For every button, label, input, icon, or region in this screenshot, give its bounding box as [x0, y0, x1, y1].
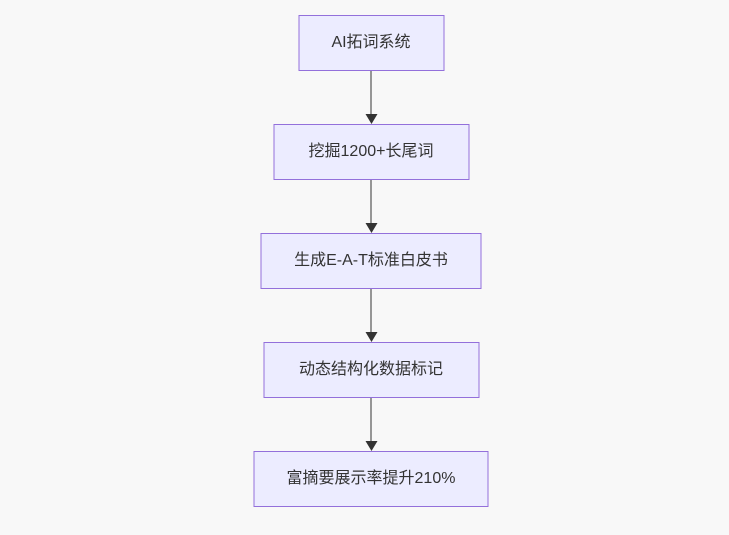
node-label: AI拓词系统 — [331, 34, 411, 51]
flowchart-node-generate-eat-whitepaper: 生成E-A-T标准白皮书 — [260, 233, 482, 289]
arrow-down-icon — [365, 441, 377, 451]
edge-b-to-c — [365, 180, 378, 233]
edge-line — [370, 289, 372, 333]
flowchart-node-rich-snippet-rate-increase: 富摘要展示率提升210% — [253, 451, 489, 507]
flowchart: AI拓词系统 挖掘1200+长尾词 生成E-A-T标准白皮书 动态结构化数据标记 — [253, 15, 489, 507]
edge-line — [370, 398, 372, 442]
edge-line — [370, 180, 372, 224]
node-label: 生成E-A-T标准白皮书 — [294, 252, 448, 269]
node-label: 动态结构化数据标记 — [298, 361, 443, 378]
node-label: 富摘要展示率提升210% — [286, 470, 456, 487]
flowchart-node-ai-word-expansion-system: AI拓词系统 — [298, 15, 444, 71]
edge-d-to-e — [365, 398, 378, 451]
arrow-down-icon — [365, 114, 377, 124]
flowchart-node-mine-longtail-keywords: 挖掘1200+长尾词 — [273, 124, 469, 180]
arrow-down-icon — [365, 223, 377, 233]
edge-a-to-b — [365, 71, 378, 124]
node-label: 挖掘1200+长尾词 — [308, 143, 434, 160]
flowchart-node-dynamic-structured-data-markup: 动态结构化数据标记 — [263, 342, 479, 398]
edge-line — [370, 71, 372, 115]
arrow-down-icon — [365, 332, 377, 342]
edge-c-to-d — [365, 289, 378, 342]
